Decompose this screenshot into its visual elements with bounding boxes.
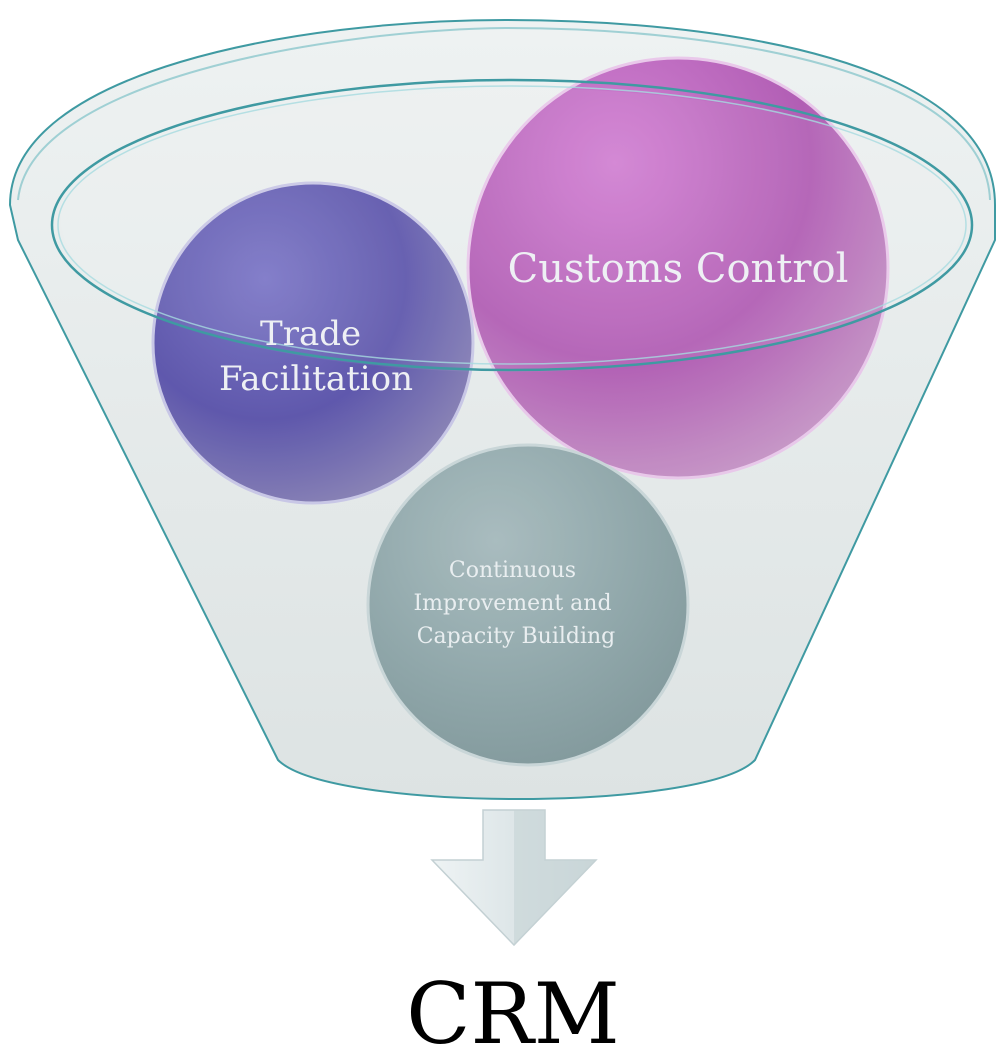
customs-control-label: Customs Control: [508, 246, 849, 292]
trade-facilitation-label: Trade Facilitation: [219, 314, 413, 399]
glass-overlay: [60, 88, 965, 372]
down-arrow-shade: [514, 810, 596, 945]
customs-control-circle: [466, 56, 890, 480]
continuous-improvement-circle: [366, 443, 690, 767]
crm-label: CRM: [406, 965, 620, 1060]
funnel-rim: [17, 26, 991, 201]
continuous-improvement-label: Continuous Improvement and Capacity Buil…: [413, 558, 618, 649]
funnel-opening-highlight: [57, 85, 967, 365]
funnel-opening-ellipse: [50, 78, 974, 372]
trade-facilitation-circle: [151, 181, 475, 505]
